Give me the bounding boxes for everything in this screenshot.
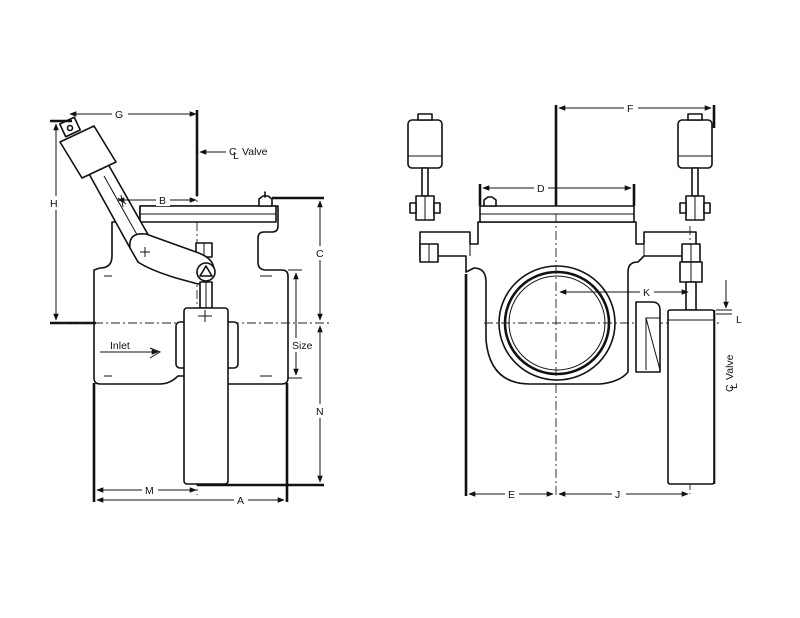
dim-j-label: J <box>615 489 620 501</box>
counterweight <box>59 125 117 179</box>
end-view: F D K L C L Valve E J <box>407 102 742 501</box>
cl-symbol-left: C <box>229 146 237 158</box>
cl-symbol-right: C <box>724 384 736 392</box>
dim-g-label: G <box>115 109 123 121</box>
cl-sub-right: L <box>728 383 740 389</box>
left-bolt-assembly <box>407 113 443 263</box>
dim-m-label: M <box>145 485 154 497</box>
cl-sub-left: L <box>233 150 239 162</box>
dim-d-label: D <box>537 183 545 195</box>
float-bracket <box>635 301 661 373</box>
dim-k-label: K <box>643 287 650 299</box>
right-weight <box>677 119 713 169</box>
valve-body <box>93 205 289 385</box>
float-body <box>183 307 229 485</box>
cl-valve-right: C L Valve <box>724 354 740 392</box>
side-view: Inlet G C L Valve B H C Size N <box>48 108 330 507</box>
dim-a-label: A <box>237 495 244 507</box>
dim-c-label: C <box>316 248 324 260</box>
cl-valve-right-label: Valve <box>724 354 736 380</box>
cover-bolt-nut <box>258 195 273 207</box>
inlet-label: Inlet <box>110 340 130 352</box>
dim-b-label: B <box>159 195 166 207</box>
dim-h-label: H <box>50 198 58 210</box>
dim-l-label: L <box>736 314 742 326</box>
left-weight <box>407 119 443 169</box>
cl-valve-left-label: Valve <box>242 146 268 158</box>
end-float-body <box>667 309 715 485</box>
dim-n-label: N <box>316 406 324 418</box>
right-bolt-assembly <box>677 113 713 311</box>
dim-e-label: E <box>508 489 515 501</box>
dim-size-label: Size <box>292 340 313 352</box>
end-cover-bolt <box>483 196 497 207</box>
dim-f-label: F <box>627 103 633 115</box>
